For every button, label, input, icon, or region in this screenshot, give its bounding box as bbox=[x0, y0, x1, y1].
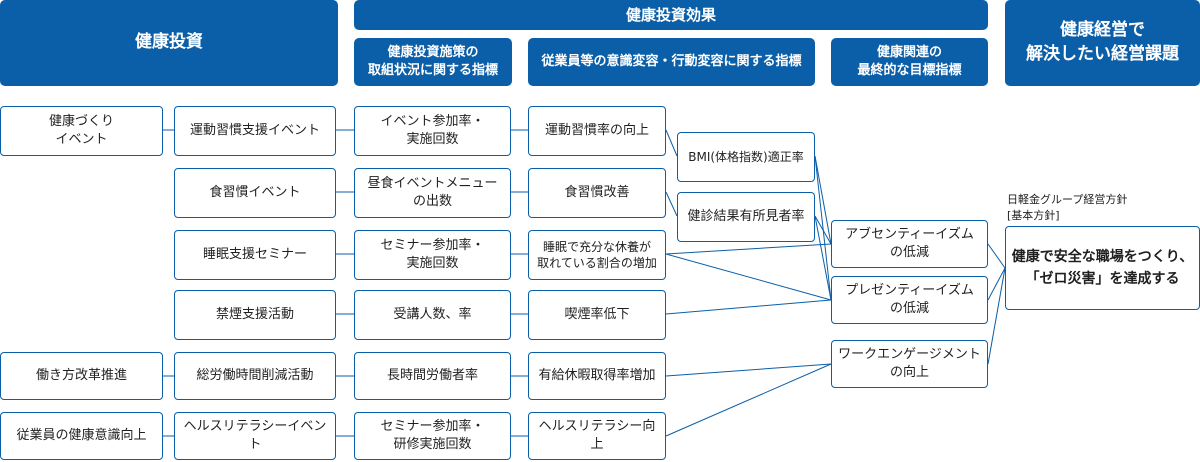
header-kenko-toshi: 健康投資 bbox=[0, 0, 338, 86]
event-sankaritsu-box: イベント参加率・ 実施回数 bbox=[354, 106, 511, 156]
seminar-sankaritsu-box: セミナー参加率・ 実施回数 bbox=[354, 230, 511, 280]
zero-saigai-goal-box: 健康で安全な職場をつくり、 「ゼロ災害」を達成する bbox=[1005, 226, 1200, 310]
connector bbox=[987, 267, 1006, 301]
kenko-event-box: 健康づくり イベント bbox=[0, 106, 163, 156]
chojikan-rodosha-box: 長時間労働者率 bbox=[354, 352, 511, 400]
suimin-kyuyo-box: 睡眠で充分な休養が 取れている割合の増加 bbox=[528, 230, 666, 280]
ishiki-kojo-box: 従業員の健康意識向上 bbox=[0, 412, 163, 460]
work-engagement-box: ワークエンゲージメント の向上 bbox=[831, 340, 988, 388]
connector bbox=[987, 267, 1006, 365]
absenteeism-box: アブセンティーイズム の低減 bbox=[831, 220, 988, 268]
connector bbox=[665, 129, 678, 157]
connector bbox=[814, 215, 832, 245]
keiei-hoshin-note: 日軽金グループ経営方針 [基本方針] bbox=[1007, 193, 1128, 222]
header-ishiki-shihyo: 従業員等の意識変容・行動変容に関する指標 bbox=[528, 38, 815, 86]
header-shisaku-shihyo: 健康投資施策の 取組状況に関する指標 bbox=[354, 38, 512, 86]
kinen-shien-box: 禁煙支援活動 bbox=[174, 290, 336, 340]
bmi-tekiseiritsu-box: BMI(体格指数)適正率 bbox=[677, 132, 815, 182]
presenteeism-box: プレゼンティーイズム の低減 bbox=[831, 276, 988, 324]
shokushukan-kaizen-box: 食習慣改善 bbox=[528, 168, 666, 218]
connector bbox=[987, 243, 1006, 269]
kenshu-jisshi-box: セミナー参加率・ 研修実施回数 bbox=[354, 412, 511, 460]
connector bbox=[665, 253, 832, 301]
connector bbox=[665, 191, 678, 217]
connector bbox=[665, 363, 832, 377]
kitsuenritsu-box: 喫煙率低下 bbox=[528, 290, 666, 340]
undo-event-box: 運動習慣支援イベント bbox=[174, 106, 336, 156]
health-literacy-event-box: ヘルスリテラシーイベント bbox=[174, 412, 336, 460]
connector bbox=[814, 155, 832, 301]
rodo-jikan-box: 総労働時間削減活動 bbox=[174, 352, 336, 400]
suimin-seminar-box: 睡眠支援セミナー bbox=[174, 230, 336, 280]
connector bbox=[665, 243, 832, 255]
chushoku-menu-box: 昼食イベントメニュー の出数 bbox=[354, 168, 511, 218]
header-saishu-shihyo: 健康関連の 最終的な目標指標 bbox=[831, 38, 988, 86]
header-keiei-kadai: 健康経営で 解決したい経営課題 bbox=[1005, 0, 1200, 86]
undo-shukanritsu-box: 運動習慣率の向上 bbox=[528, 106, 666, 156]
header-kenko-toshi-koka: 健康投資効果 bbox=[354, 0, 988, 30]
kenshin-shoken-box: 健診結果有所見者率 bbox=[677, 192, 815, 242]
shokushukan-event-box: 食習慣イベント bbox=[174, 168, 336, 218]
connector bbox=[665, 299, 832, 315]
connector bbox=[665, 363, 832, 437]
hatarakikata-box: 働き方改革推進 bbox=[0, 352, 163, 400]
connector bbox=[814, 155, 832, 245]
jukou-ninzu-box: 受講人数、率 bbox=[354, 290, 511, 340]
yukyu-shutoku-box: 有給休暇取得率増加 bbox=[528, 352, 666, 400]
connector bbox=[814, 215, 832, 301]
health-literacy-kojo-box: ヘルスリテラシー向上 bbox=[528, 412, 666, 460]
